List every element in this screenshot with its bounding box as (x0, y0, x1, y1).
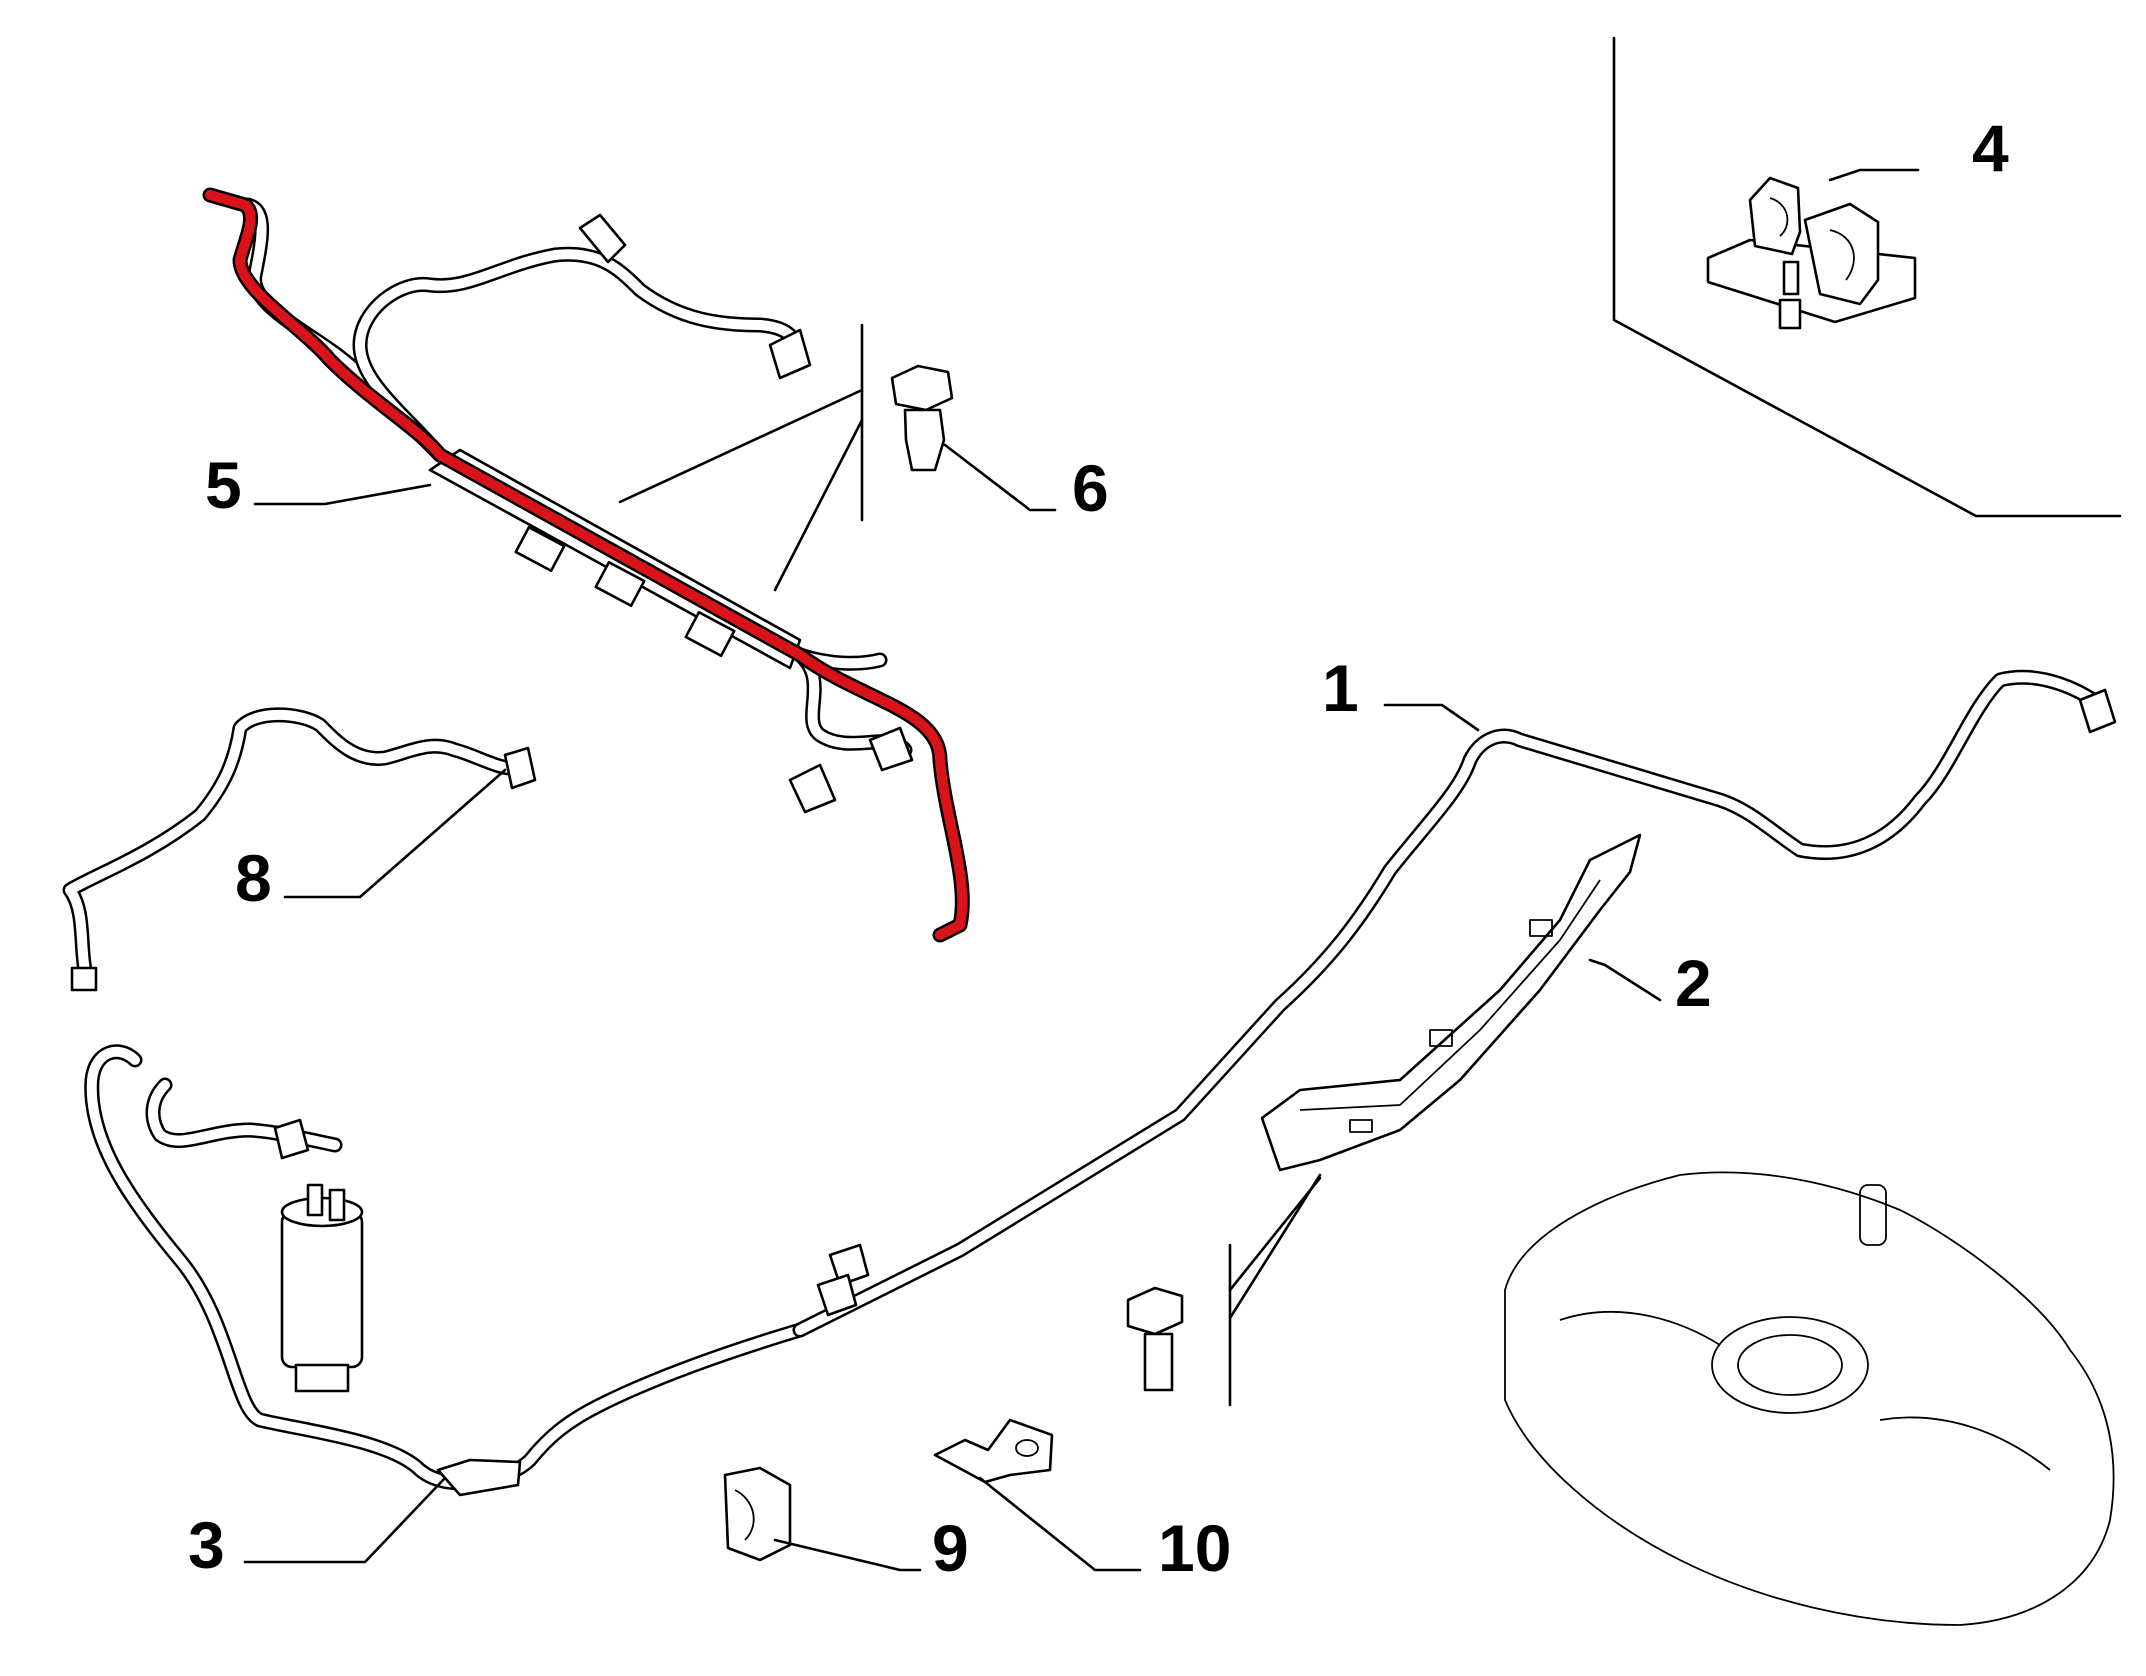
callout-8: 8 (235, 841, 272, 915)
leader-10 (978, 1476, 1142, 1572)
callout-10: 10 (1158, 1511, 1232, 1585)
leader-4 (1828, 168, 1920, 182)
part-5-fuel-rail-assembly (202, 187, 970, 943)
callout-3: 3 (188, 1508, 225, 1582)
leader-1 (1383, 703, 1480, 732)
leader-9 (773, 1538, 922, 1572)
leader-6 (943, 443, 1057, 512)
part-4-clip (1706, 176, 1917, 330)
leader-2 (1588, 958, 1662, 1002)
part-4-inset-frame (1612, 36, 2122, 518)
fuel-filter (280, 1183, 364, 1393)
callout-9: 9 (932, 1511, 969, 1585)
callout-4: 4 (1972, 111, 2009, 185)
leader-8 (283, 768, 507, 899)
callout-1: 1 (1322, 651, 1359, 725)
part-10-bracket (933, 1418, 1054, 1484)
leader-lines (243, 168, 1920, 1572)
callout-6: 6 (1072, 451, 1109, 525)
callout-2: 2 (1675, 946, 1712, 1020)
part-6-bolt (890, 364, 954, 472)
part-8-vapor-line (62, 707, 537, 992)
fuel-tank (1504, 1171, 2115, 1626)
heat-shield-bolt (1126, 1286, 1184, 1392)
leader-3 (243, 1476, 447, 1564)
part-1-main-fuel-line (792, 669, 2117, 1338)
callout-5: 5 (205, 448, 242, 522)
leader-5 (253, 483, 432, 506)
part-9-clamp (723, 1466, 792, 1562)
part-2-heat-shield (1260, 833, 1642, 1172)
part-3-line-assembly (84, 1044, 808, 1497)
